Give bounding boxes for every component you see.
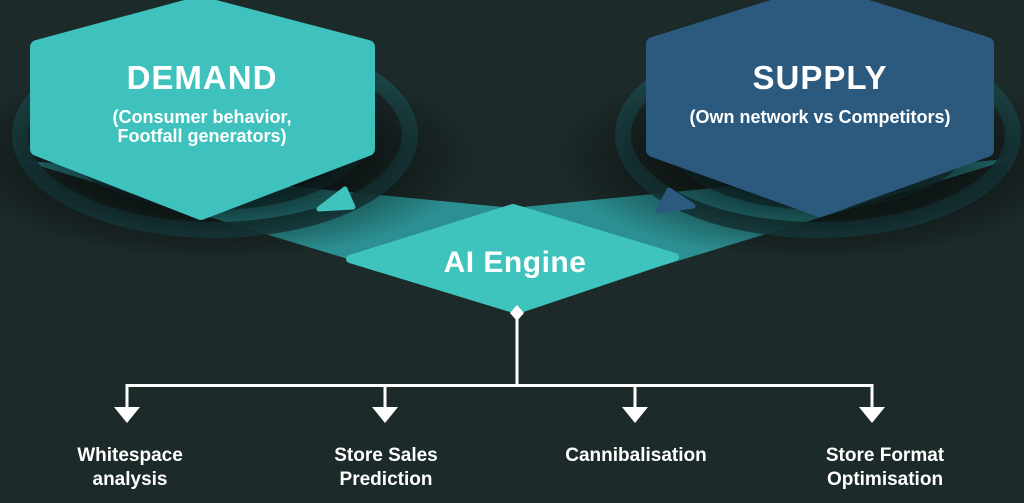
down-arrow-icon: [622, 407, 648, 423]
output-connectors: [114, 305, 885, 423]
ai-engine-label: AI Engine: [444, 246, 587, 279]
output-label-whitespace-line2: analysis: [93, 469, 168, 490]
output-label-store-format-line1: Store Format: [826, 445, 945, 466]
demand-subtitle-line2: Footfall generators): [117, 126, 286, 146]
supply-flow-arrow-icon: [655, 187, 696, 214]
output-label-store-sales-line2: Prediction: [340, 469, 433, 490]
output-label-store-format-line2: Optimisation: [827, 469, 943, 490]
supply-title: SUPPLY: [752, 59, 887, 96]
demand-title: DEMAND: [127, 59, 278, 96]
supply-hexagon-shape: [646, 0, 994, 217]
supply-subtitle: (Own network vs Competitors): [689, 107, 950, 127]
down-arrow-icon: [859, 407, 885, 423]
demand-flow-arrow-icon: [316, 186, 356, 212]
down-arrow-icon: [114, 407, 140, 423]
connector-diamond: [510, 305, 524, 321]
demand-hexagon: DEMAND (Consumer behavior, Footfall gene…: [30, 0, 375, 220]
supply-hexagon: SUPPLY (Own network vs Competitors): [646, 0, 994, 217]
demand-hexagon-shape: [30, 0, 375, 220]
output-label-whitespace-line1: Whitespace: [77, 445, 183, 466]
output-label-cannibalisation: Cannibalisation: [565, 445, 706, 466]
down-arrow-icon: [372, 407, 398, 423]
output-labels: Whitespace analysis Store Sales Predicti…: [77, 445, 945, 490]
output-label-store-sales-line1: Store Sales: [334, 445, 438, 466]
demand-subtitle-line1: (Consumer behavior,: [112, 107, 291, 127]
